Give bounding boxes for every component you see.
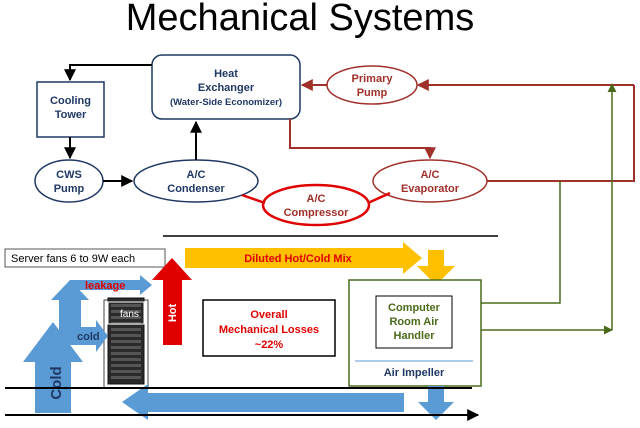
cws-pump-label-2: Pump <box>54 183 85 195</box>
server-fans-label: Server fans 6 to 9W each <box>11 253 135 265</box>
ac-compressor-label-1: A/C <box>307 193 326 205</box>
ac-evaporator-node: A/C Evaporator <box>372 159 488 203</box>
ac-evaporator-label-1: A/C <box>421 169 440 181</box>
primary-pump-label-1: Primary <box>352 73 394 85</box>
raised-floor-lines <box>5 387 480 421</box>
air-impeller-label: Air Impeller <box>384 367 445 379</box>
diluted-mix-label: Diluted Hot/Cold Mix <box>244 253 352 265</box>
cooling-tower-label-1: Cooling <box>50 95 91 107</box>
compressor-links <box>241 191 391 205</box>
losses-label-2: Mechanical Losses <box>219 324 319 336</box>
heat-exchanger-label-1: Heat <box>214 68 238 80</box>
primary-pump-label-2: Pump <box>357 87 388 99</box>
heat-exchanger-node: Heat Exchanger (Water-Side Economizer) <box>151 54 301 120</box>
cws-pump-node: CWS Pump <box>34 159 104 203</box>
hot-air-arrow: Hot <box>152 258 192 345</box>
cold-big-label: Cold <box>48 366 65 399</box>
ac-condenser-label-2: Condenser <box>167 183 225 195</box>
cold-into-rack-arrow: cold <box>72 320 108 352</box>
losses-box: Overall Mechanical Losses ~22% <box>202 299 336 357</box>
ac-compressor-node: A/C Compressor <box>261 183 371 227</box>
ac-compressor-label-2: Compressor <box>284 207 350 219</box>
hot-label: Hot <box>167 304 179 323</box>
page-title: Mechanical Systems <box>126 0 474 39</box>
mix-down-arrow <box>417 250 455 285</box>
cold-small-label: cold <box>77 331 100 343</box>
ac-evaporator-label-2: Evaporator <box>401 183 460 195</box>
server-rack: fans <box>103 297 149 389</box>
primary-pump-node: Primary Pump <box>326 65 418 105</box>
crah-unit: Computer Room Air Handler Air Impeller <box>348 279 482 387</box>
crah-label-1: Computer <box>388 302 441 314</box>
cooling-tower-node: Cooling Tower <box>36 81 105 138</box>
cooling-tower-label-2: Tower <box>55 109 87 121</box>
crah-label-3: Handler <box>394 330 436 342</box>
condenser-water-loop <box>64 64 202 187</box>
ac-condenser-label-1: A/C <box>187 169 206 181</box>
ac-condenser-node: A/C Condenser <box>133 159 259 203</box>
chilled-water-loop <box>289 79 635 182</box>
diluted-mix-arrow: Diluted Hot/Cold Mix <box>185 242 422 274</box>
crah-label-2: Room Air <box>389 316 439 328</box>
cws-pump-label-1: CWS <box>56 169 82 181</box>
leakage-arrow: leakage <box>70 275 152 295</box>
return-air-arrow <box>122 384 404 420</box>
server-fans-callout: Server fans 6 to 9W each <box>4 248 166 268</box>
crah-discharge-arrow <box>418 386 454 420</box>
heat-exchanger-label-3: (Water-Side Economizer) <box>170 97 282 108</box>
crah-water-connections <box>481 83 617 335</box>
heat-exchanger-label-2: Exchanger <box>198 82 255 94</box>
leakage-label: leakage <box>85 280 125 292</box>
losses-label-3: ~22% <box>255 339 284 351</box>
losses-label-1: Overall <box>250 309 287 321</box>
fans-label: fans <box>120 309 139 320</box>
